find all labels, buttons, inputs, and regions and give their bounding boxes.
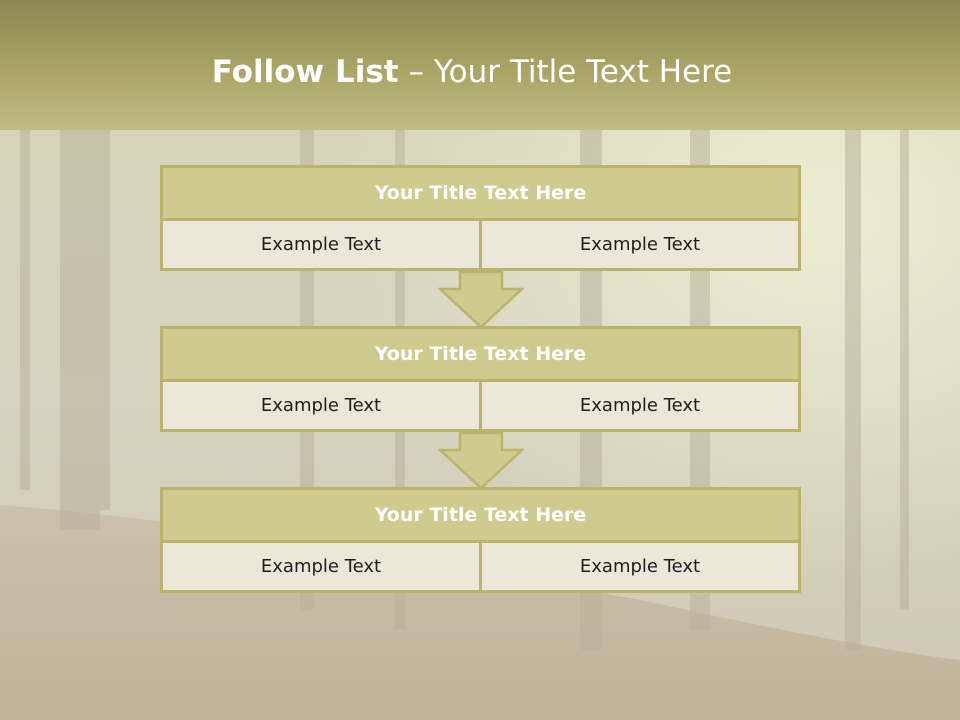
step-block-3: Your Title Text Here Example Text Exampl… bbox=[160, 487, 801, 593]
step-row-2: Example Text Example Text bbox=[160, 382, 801, 432]
step-row-1: Example Text Example Text bbox=[160, 221, 801, 271]
step-3-left-text[interactable]: Example Text bbox=[260, 556, 382, 577]
header-band bbox=[0, 0, 960, 130]
step-2-right-text[interactable]: Example Text bbox=[479, 382, 798, 429]
step-title-3[interactable]: Your Title Text Here bbox=[160, 487, 801, 543]
step-title-1[interactable]: Your Title Text Here bbox=[160, 165, 801, 221]
step-block-1: Your Title Text Here Example Text Exampl… bbox=[160, 165, 801, 271]
step-3-right-text[interactable]: Example Text bbox=[479, 543, 798, 590]
step-block-2: Your Title Text Here Example Text Exampl… bbox=[160, 326, 801, 432]
slide-title: Follow List – Your Title Text Here bbox=[0, 54, 944, 90]
step-row-3: Example Text Example Text bbox=[160, 543, 801, 593]
step-1-left-text[interactable]: Example Text bbox=[260, 234, 382, 255]
down-arrow-icon bbox=[438, 432, 524, 490]
step-1-right-text[interactable]: Example Text bbox=[479, 221, 798, 268]
step-title-2[interactable]: Your Title Text Here bbox=[160, 326, 801, 382]
slide-title-rest: – Your Title Text Here bbox=[398, 54, 733, 90]
down-arrow-icon bbox=[438, 271, 524, 329]
step-2-left-text[interactable]: Example Text bbox=[260, 395, 382, 416]
slide-title-bold: Follow List bbox=[211, 54, 399, 90]
